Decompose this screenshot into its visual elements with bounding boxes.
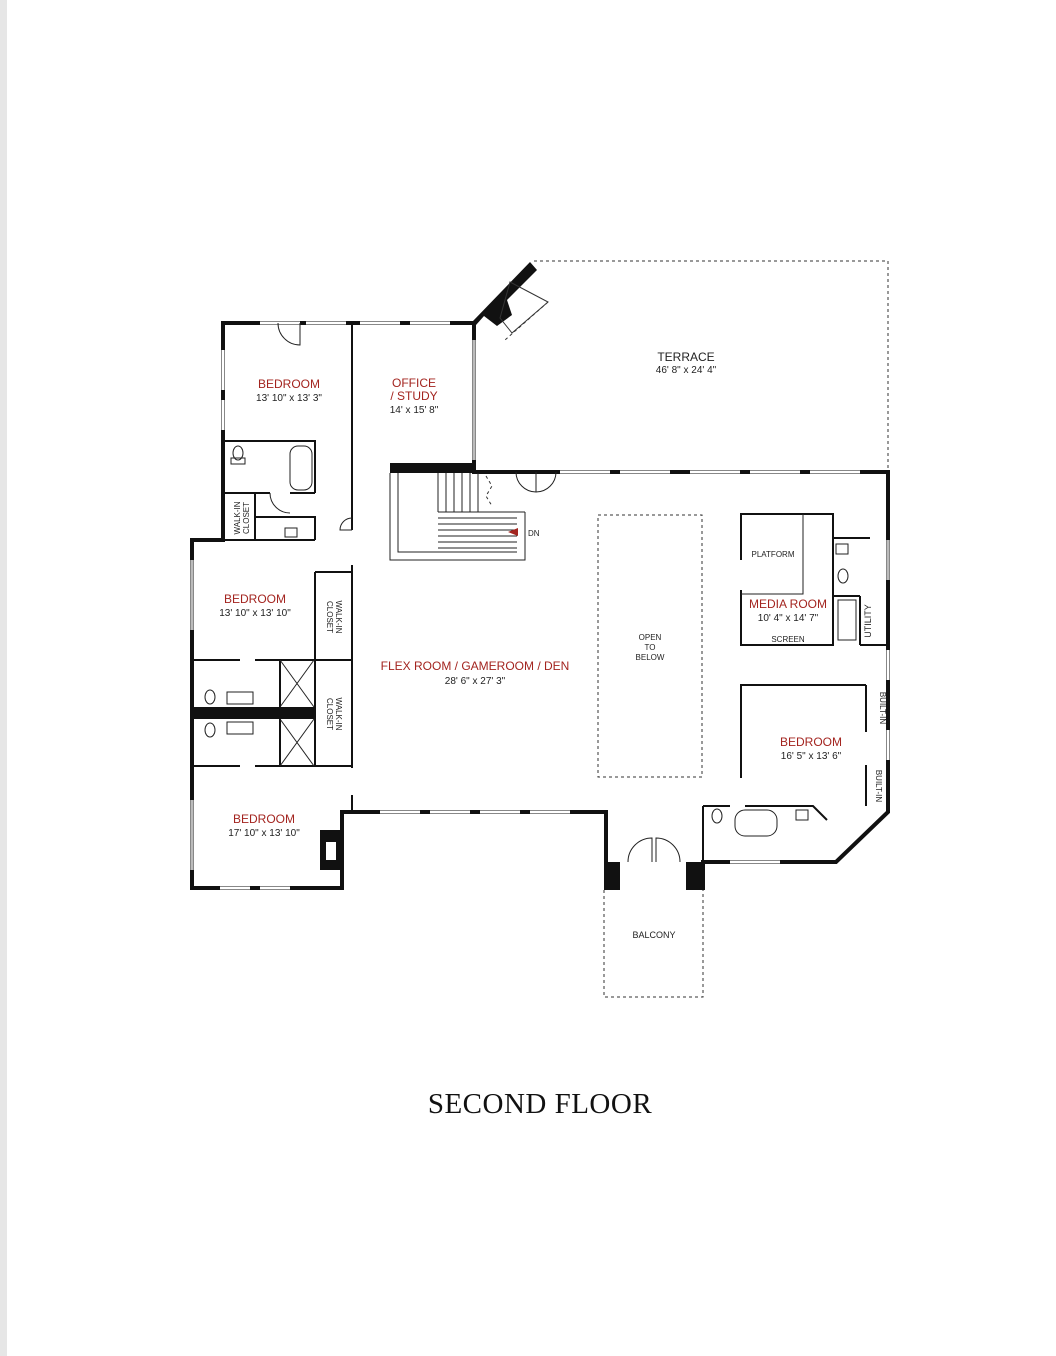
- screen-label: SCREEN: [771, 635, 805, 644]
- bedroom-1-dim: 13' 10" x 13' 3": [256, 393, 322, 404]
- bedroom-2-name: BEDROOM: [224, 592, 286, 606]
- terrace-name: TERRACE: [657, 350, 714, 364]
- page-edge-shadow: [0, 0, 7, 1356]
- walk-in-closet-3-line2: CLOSET: [325, 698, 334, 730]
- interior-walls: [192, 323, 888, 890]
- platform-outline: [741, 514, 804, 595]
- misc-labels: DN OPEN TO BELOW PLATFORM SCREEN UTILITY…: [233, 501, 887, 802]
- walk-in-closet-1-line1: WALK-IN: [233, 501, 242, 534]
- open-to-below-line2: TO: [645, 643, 656, 652]
- office-dim: 14' x 15' 8": [390, 405, 439, 416]
- media-room-dim: 10' 4" x 14' 7": [758, 613, 819, 624]
- bedroom-3-name: BEDROOM: [233, 812, 295, 826]
- open-to-below-line3: BELOW: [636, 653, 665, 662]
- staircase: [389, 473, 526, 561]
- balcony-outline: [603, 837, 704, 998]
- door-swings: [269, 322, 557, 531]
- terrace-outline: [504, 260, 889, 472]
- open-to-below-line1: OPEN: [639, 633, 662, 642]
- room-labels: BEDROOM 13' 10" x 13' 3" OFFICE / STUDY …: [219, 350, 842, 940]
- flex-room-name: FLEX ROOM / GAMEROOM / DEN: [381, 659, 570, 673]
- stair-down-label: DN: [528, 529, 540, 538]
- walk-in-closet-2-line1: WALK-IN: [334, 600, 343, 633]
- flex-room-dim: 28' 6" x 27' 3": [445, 676, 506, 687]
- balcony-name: BALCONY: [632, 930, 675, 940]
- office-name-line2: / STUDY: [390, 389, 437, 403]
- terrace-fireplace: [473, 262, 549, 334]
- open-to-below-outline: [597, 514, 703, 778]
- built-in-label-2: BUILT-IN: [874, 770, 883, 803]
- terrace-dim: 46' 8" x 24' 4": [656, 365, 717, 376]
- built-in-label-1: BUILT-IN: [878, 692, 887, 725]
- bedroom-4-dim: 16' 5" x 13' 6": [781, 751, 842, 762]
- media-room-name: MEDIA ROOM: [749, 597, 827, 611]
- walk-in-closet-3-line1: WALK-IN: [334, 697, 343, 730]
- utility-label: UTILITY: [863, 604, 873, 638]
- bedroom-1-name: BEDROOM: [258, 377, 320, 391]
- office-name-line1: OFFICE: [392, 376, 436, 390]
- bedroom-2-dim: 13' 10" x 13' 10": [219, 608, 291, 619]
- walk-in-closet-2-line2: CLOSET: [325, 601, 334, 633]
- platform-label: PLATFORM: [752, 550, 795, 559]
- bedroom-4-name: BEDROOM: [780, 735, 842, 749]
- bedroom-3-dim: 17' 10" x 13' 10": [228, 828, 300, 839]
- bath-fixtures: [204, 445, 857, 837]
- floor-title: SECOND FLOOR: [427, 1088, 653, 1120]
- window-glass-lines: [191, 340, 889, 870]
- walk-in-closet-1-line2: CLOSET: [242, 502, 251, 534]
